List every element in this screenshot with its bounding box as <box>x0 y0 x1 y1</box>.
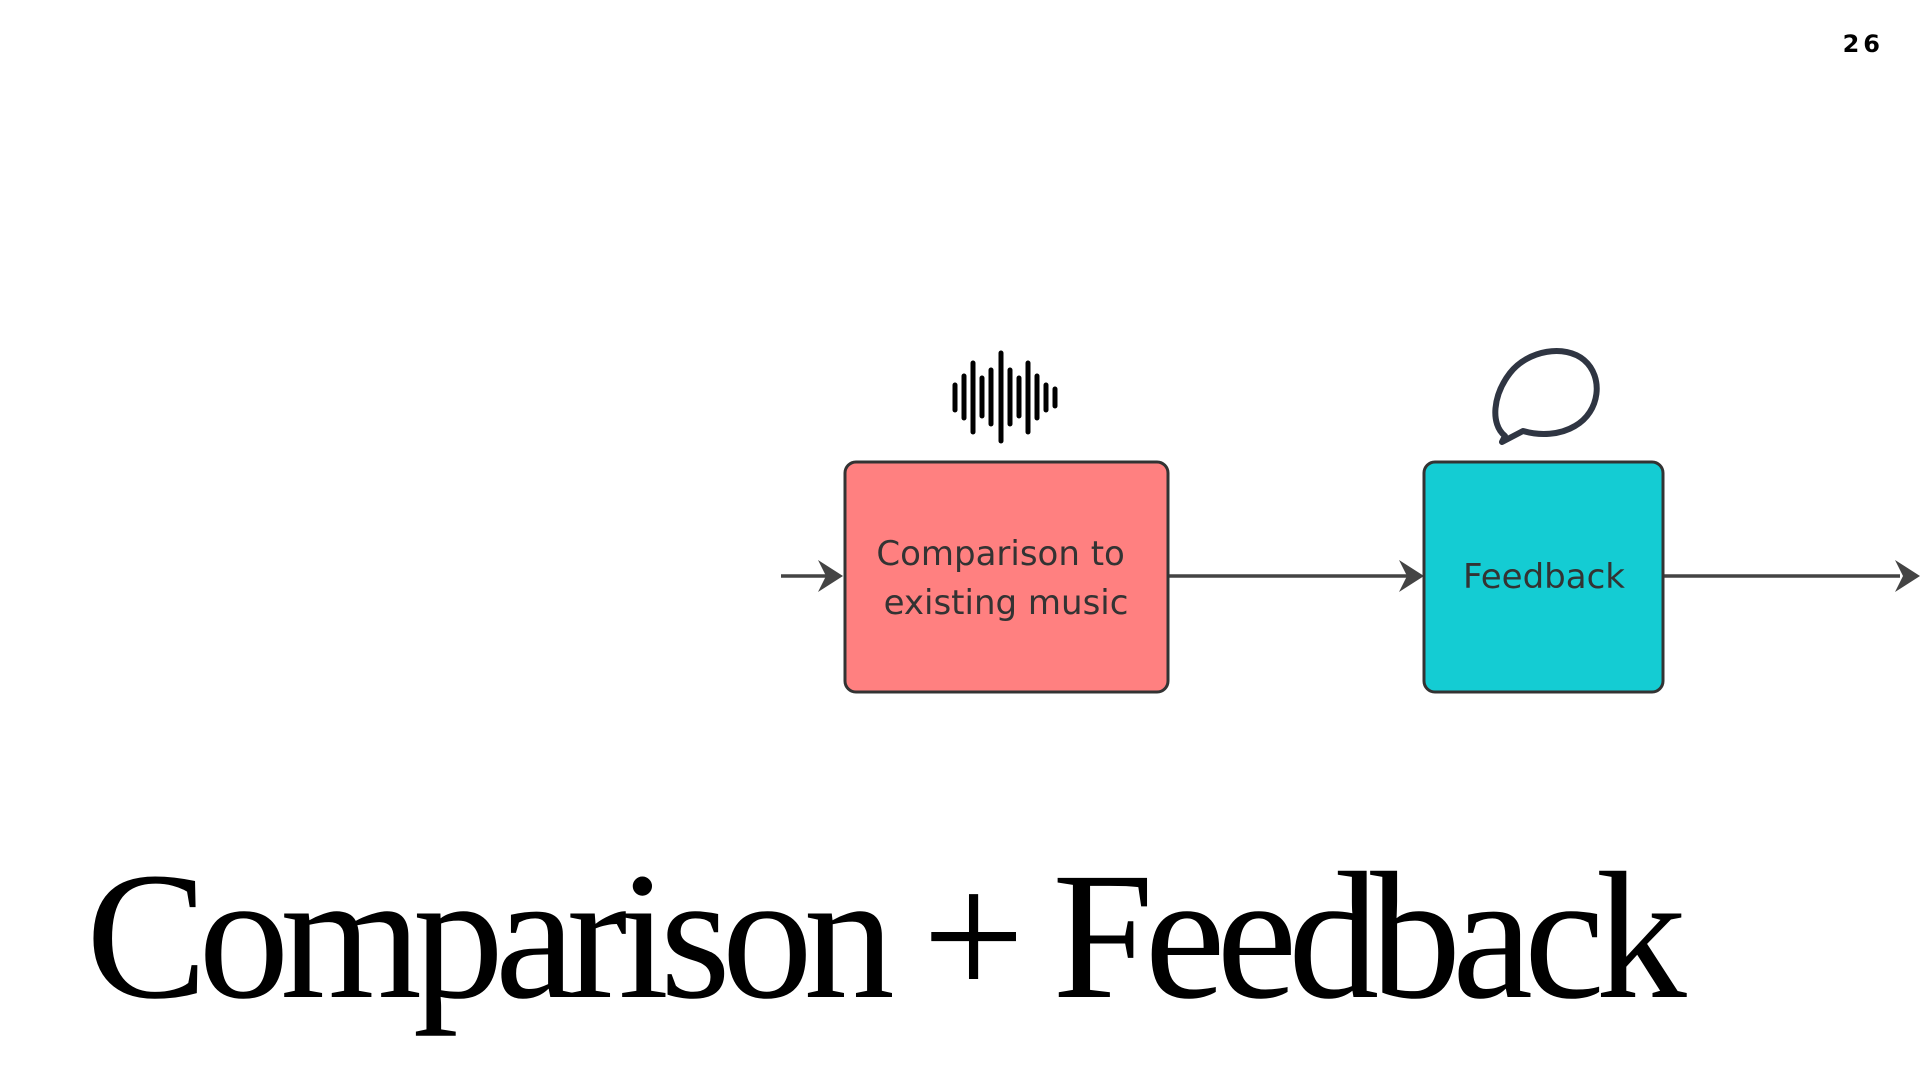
node-comparison-box <box>843 460 1170 694</box>
node-comparison-label-line-1: Comparison to <box>876 534 1125 574</box>
speech-bubble-icon <box>1492 348 1600 445</box>
edge-incoming-arrow <box>781 560 843 592</box>
slide-title: Comparison + Feedback <box>86 836 1687 1037</box>
node-comparison-label-line-2: existing music <box>884 583 1129 623</box>
sound-wave-icon <box>952 350 1058 444</box>
page-number: 26 <box>1842 30 1884 58</box>
svg-text:Comparison to existing: Comparison to existing music <box>876 534 1135 623</box>
node-feedback-box <box>1422 460 1665 694</box>
edge-comparison-to-feedback-arrow <box>1168 560 1424 592</box>
svg-text:Feedback: Feedback <box>1463 557 1625 597</box>
node-feedback-label: Feedback <box>1463 557 1625 597</box>
edge-outgoing-arrow <box>1663 560 1920 592</box>
node-comparison: Comparison to existing music <box>843 460 1170 694</box>
node-feedback: Feedback <box>1422 460 1665 694</box>
